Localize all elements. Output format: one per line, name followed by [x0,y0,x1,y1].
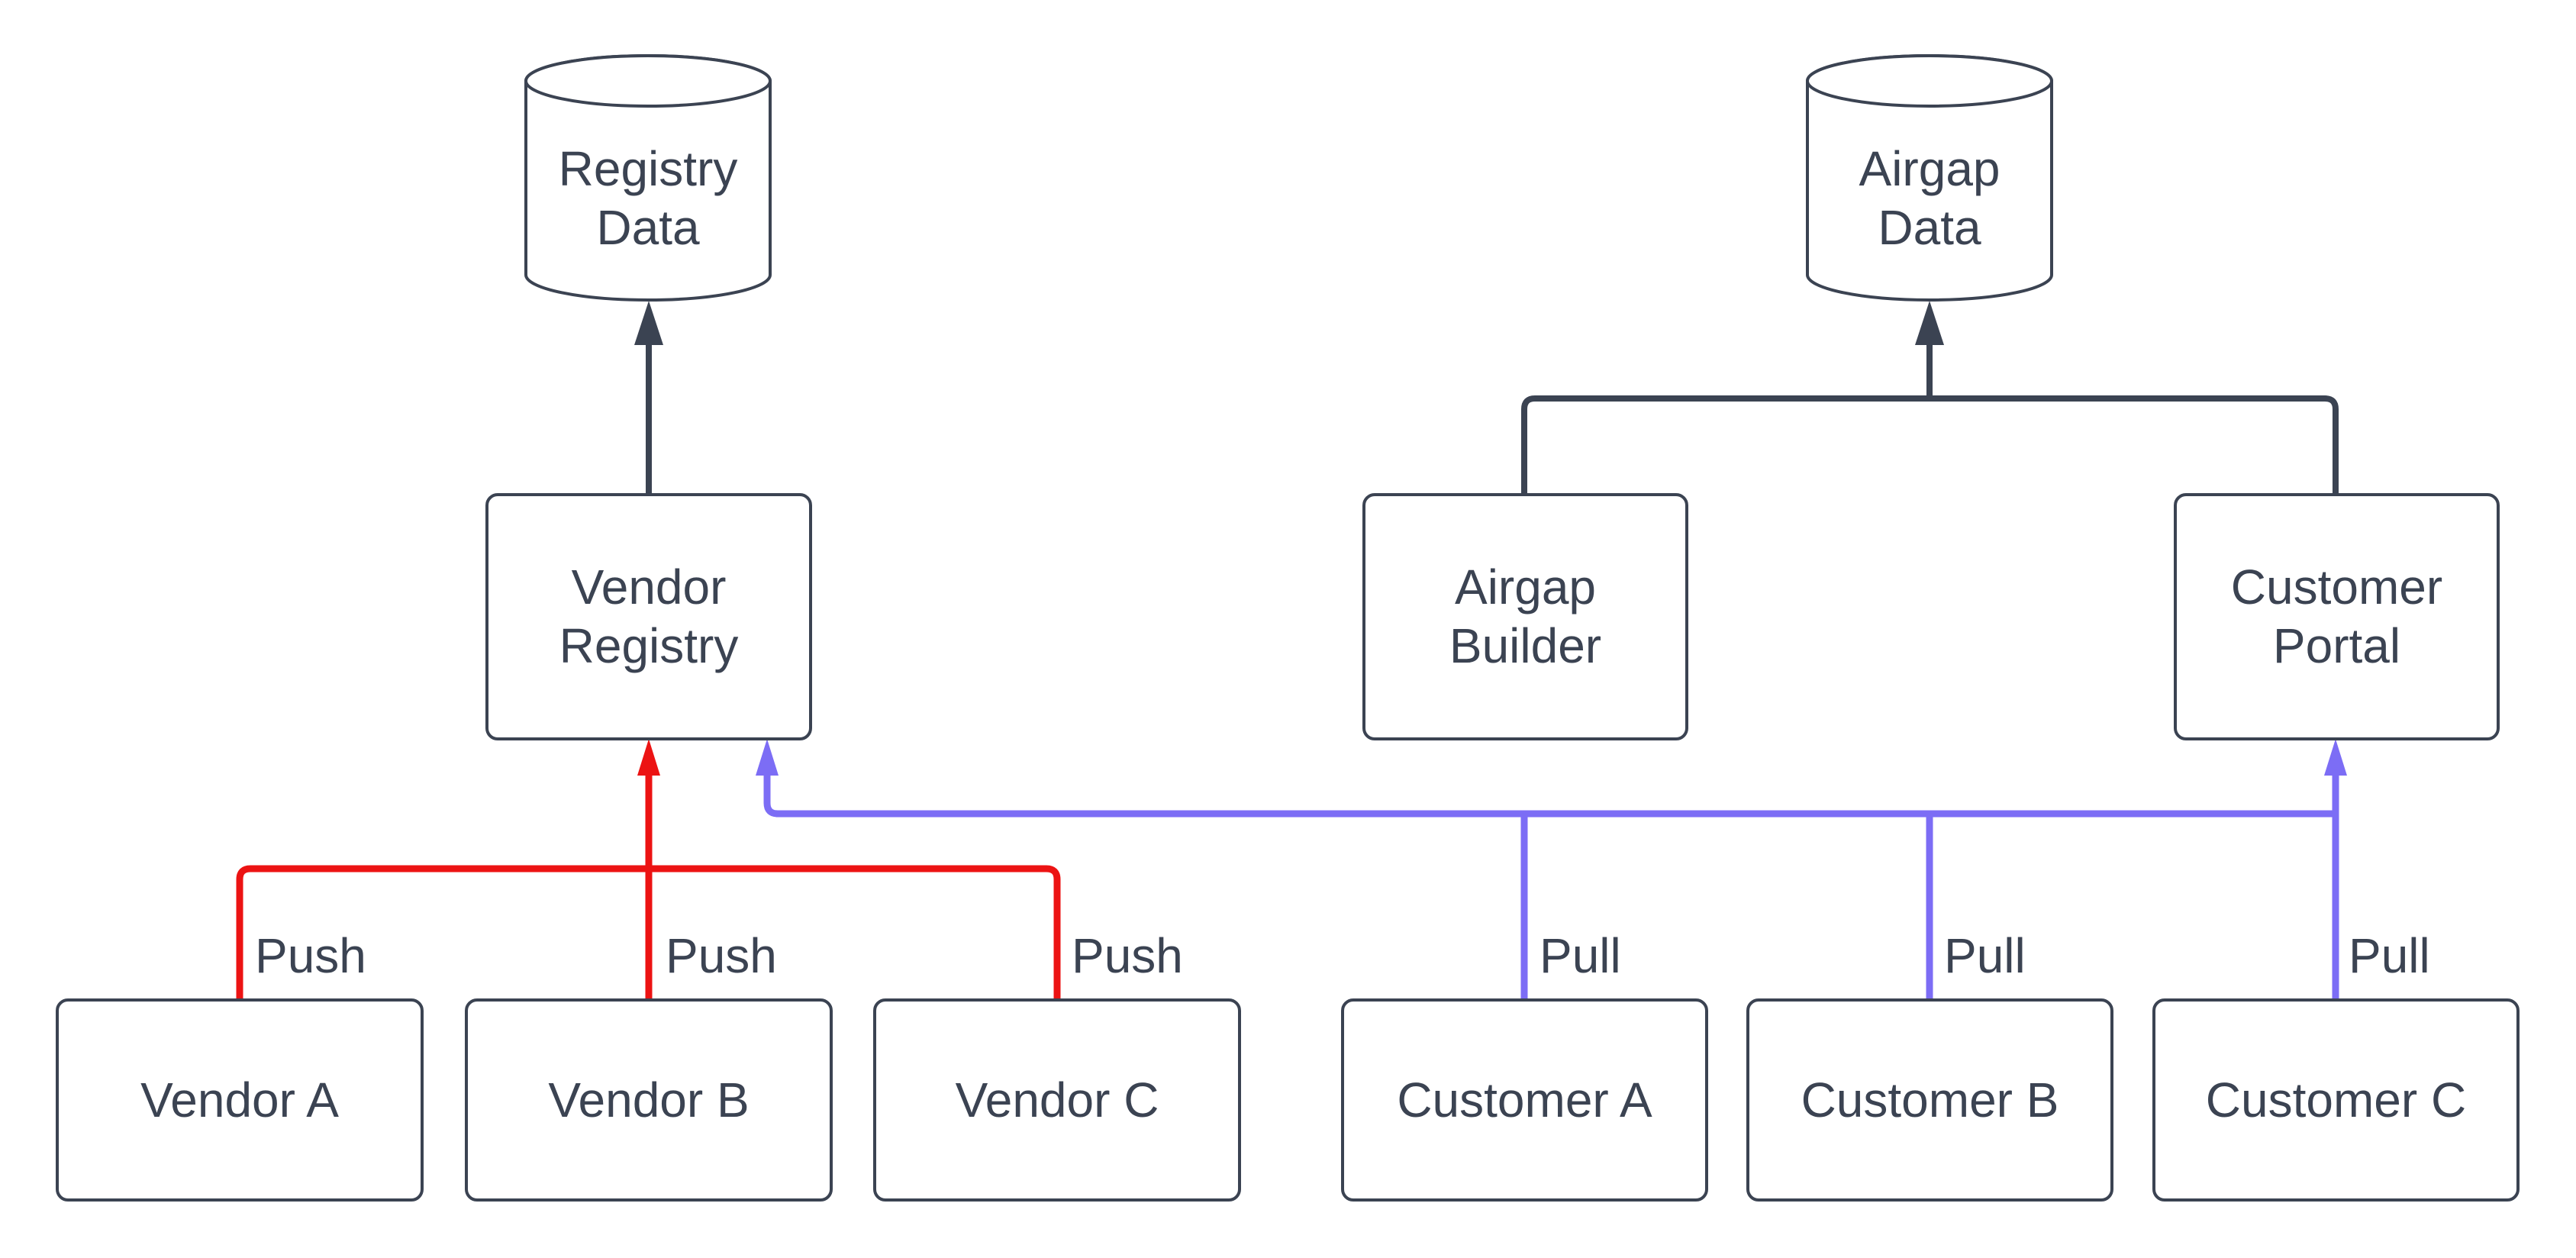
node-vendor-c [873,998,1241,1202]
cylinder-registry-data-top [524,54,772,108]
cylinder-airgap-data-top [1806,54,2053,108]
node-customer-a [1341,998,1708,1202]
node-vendor-registry [485,493,812,740]
arrowhead-pull-customer-portal [2324,739,2347,776]
arrowhead-registry-data [634,301,663,345]
arrowhead-push-vendor-registry [637,739,660,776]
node-airgap-builder [1362,493,1688,740]
edge-pull-trunk [763,773,2336,818]
arrowhead-pull-vendor-registry [756,739,779,776]
arrowhead-airgap-data [1915,301,1944,345]
node-vendor-a [56,998,424,1202]
node-customer-c [2152,998,2520,1202]
node-customer-b [1746,998,2113,1202]
edge-airgap-builder-portal-trunk [1521,395,2339,496]
node-vendor-b [465,998,833,1202]
node-customer-portal [2174,493,2500,740]
